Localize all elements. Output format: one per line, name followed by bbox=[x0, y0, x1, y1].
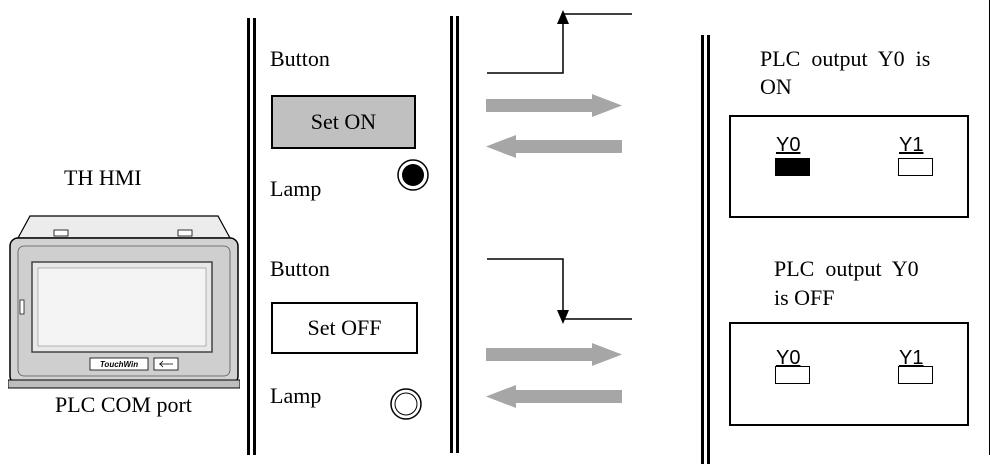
plc-off-caption-line1: PLC output Y0 bbox=[774, 256, 919, 282]
off-lamp-label: Lamp bbox=[270, 383, 321, 409]
y1-indicator-off bbox=[898, 366, 933, 384]
plc-left-divider bbox=[701, 35, 710, 464]
panel-left-divider bbox=[247, 18, 256, 455]
lamp-off-icon bbox=[389, 387, 423, 421]
arrow-left-on bbox=[486, 135, 622, 158]
falling-edge-arrowhead bbox=[557, 310, 569, 324]
rising-edge-arrowhead bbox=[557, 10, 569, 24]
brand-logo: TouchWin bbox=[100, 360, 138, 369]
plc-on-caption-line1: PLC output Y0 is bbox=[760, 46, 930, 72]
plc-on-caption-line2: ON bbox=[760, 74, 792, 100]
set-on-button[interactable]: Set ON bbox=[271, 95, 416, 149]
y1-label-on: Y1 bbox=[899, 135, 923, 155]
set-off-button[interactable]: Set OFF bbox=[271, 302, 418, 354]
y1-indicator-on bbox=[898, 158, 933, 176]
plc-off-caption-line2: is OFF bbox=[774, 285, 835, 311]
arrow-right-off bbox=[486, 343, 622, 366]
plc-output-box-on: Y0 Y1 bbox=[729, 115, 969, 218]
y0-indicator-on bbox=[775, 158, 810, 176]
y0-label-on: Y0 bbox=[776, 135, 800, 155]
panel-right-divider bbox=[450, 16, 459, 453]
port-label: PLC COM port bbox=[55, 392, 192, 418]
on-button-label: Button bbox=[270, 46, 330, 72]
set-on-button-label: Set ON bbox=[311, 109, 376, 135]
off-button-label: Button bbox=[270, 256, 330, 282]
arrow-right-on bbox=[486, 94, 622, 117]
y0-indicator-off bbox=[775, 366, 810, 384]
lamp-on-icon bbox=[396, 158, 430, 192]
y1-label-off: Y1 bbox=[899, 348, 923, 368]
hmi-device-icon: TouchWin bbox=[8, 212, 240, 390]
set-off-button-label: Set OFF bbox=[308, 315, 382, 341]
arrow-left-off bbox=[486, 385, 622, 408]
hmi-title: TH HMI bbox=[64, 165, 142, 191]
y0-label-off: Y0 bbox=[776, 348, 800, 368]
plc-output-box-off: Y0 Y1 bbox=[729, 322, 969, 426]
signal-diagram bbox=[470, 0, 640, 464]
on-lamp-label: Lamp bbox=[270, 176, 321, 202]
